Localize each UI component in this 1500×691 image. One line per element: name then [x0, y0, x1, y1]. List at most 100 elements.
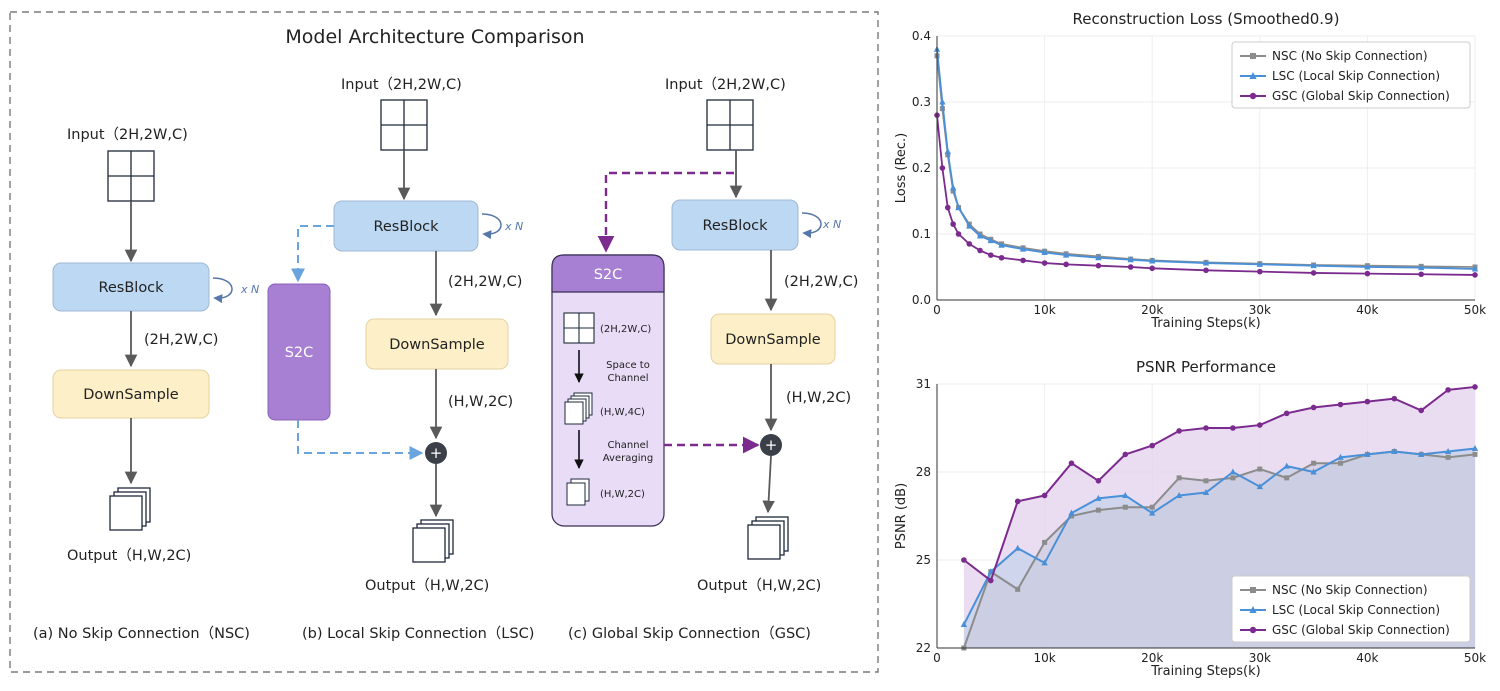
lsc-s2c-label: S2C [285, 345, 314, 361]
psnr-point-gsc [1445, 387, 1451, 393]
s2c-step-1-line-2: Channel [607, 373, 648, 384]
lsc-input-label: Input（2H,2W,C) [341, 76, 462, 93]
s2c-averaged-stack-icon [566, 478, 590, 506]
psnr-point-lsc [1041, 559, 1048, 566]
nsc-input-label: Input（2H,2W,C) [67, 126, 188, 143]
psnr-point-lsc [1418, 450, 1425, 457]
loss-y-tick-label: 0.2 [912, 161, 931, 175]
loss-y-axis-label: Loss (Rec.) [894, 133, 909, 204]
psnr-point-lsc [1471, 445, 1479, 452]
psnr-x-axis-label: Training Steps(k) [1150, 664, 1260, 679]
loss-legend-label-nsc: NSC (No Skip Connection) [1272, 49, 1428, 63]
gsc-s2c-label: S2C [594, 267, 623, 283]
psnr-point-lsc [1256, 483, 1263, 490]
loss-point-gsc [1310, 270, 1317, 276]
lsc-down-shape: (H,W,2C) [448, 394, 513, 410]
gsc-repeat-label: x N [822, 218, 841, 231]
loss-x-tick-label: 0 [933, 303, 941, 317]
psnr-point-nsc [1257, 466, 1263, 472]
loss-y-tick-label: 0.3 [912, 95, 931, 109]
psnr-point-gsc [1230, 425, 1236, 431]
psnr-point-nsc [1149, 504, 1155, 510]
psnr-legend-label-gsc: GSC (Global Skip Connection) [1272, 623, 1450, 637]
psnr-x-tick-label: 0 [933, 651, 941, 665]
psnr-point-nsc [1472, 451, 1478, 457]
loss-point-gsc [944, 204, 951, 211]
loss-point-gsc [977, 247, 983, 254]
lsc-repeat-loop-icon [481, 213, 502, 240]
loss-point-gsc [1364, 270, 1371, 277]
psnr-point-gsc [1041, 492, 1048, 499]
loss-point-gsc [1203, 267, 1209, 274]
psnr-x-tick-label: 50k [1464, 651, 1486, 665]
lsc-repeat-label: x N [504, 220, 523, 233]
loss-point-lsc [1310, 262, 1317, 269]
psnr-point-nsc [1203, 478, 1209, 484]
nsc-output-label: Output（H,W,2C) [67, 547, 191, 564]
psnr-point-lsc [1229, 468, 1237, 475]
psnr-legend-marker-gsc [1249, 626, 1257, 634]
psnr-point-lsc [1310, 468, 1317, 475]
nsc-repeat-label: x N [240, 283, 259, 296]
psnr-y-tick-label: 22 [916, 641, 931, 655]
psnr-point-nsc [1445, 454, 1451, 460]
psnr-point-gsc [1149, 442, 1155, 449]
loss-point-gsc [1020, 257, 1026, 264]
loss-legend-label-lsc: LSC (Local Skip Connection) [1272, 69, 1440, 83]
loss-x-tick-label: 50k [1464, 303, 1486, 317]
gsc-add-node [760, 434, 782, 456]
psnr-point-lsc [1068, 509, 1075, 516]
s2c-shape-2: (H,W,4C) [600, 407, 645, 418]
lsc-resblock-label: ResBlock [373, 219, 439, 235]
gsc-input-label: Input（2H,2W,C) [665, 76, 786, 93]
gsc-resblock-label: ResBlock [702, 218, 768, 234]
loss-y-tick-label: 0.4 [912, 29, 931, 43]
loss-point-gsc [939, 165, 946, 171]
loss-legend-marker-gsc [1249, 92, 1257, 100]
psnr-point-gsc [1310, 404, 1317, 411]
lsc-add-symbol: + [430, 444, 443, 462]
psnr-x-tick-label: 20k [1141, 651, 1163, 665]
psnr-point-gsc [1337, 401, 1344, 408]
s2c-shape-3: (H,W,2C) [600, 489, 645, 500]
gsc-down-shape: (H,W,2C) [786, 390, 851, 406]
gsc-s2c-header [551, 254, 665, 293]
nsc-input-grid-icon [107, 150, 155, 202]
architecture-diagram: Model Architecture Comparison Input（2H,2… [9, 11, 879, 673]
psnr-point-nsc [1338, 460, 1343, 466]
loss-chart-title: Reconstruction Loss (Smoothed0.9) [1073, 10, 1340, 28]
gsc-downsample-label: DownSample [725, 332, 821, 348]
psnr-point-gsc [961, 557, 967, 563]
loss-point-lsc [1062, 251, 1070, 258]
lsc-skip-path-in [291, 225, 334, 283]
psnr-point-nsc [1069, 513, 1074, 519]
nsc-repeat-loop-icon [212, 277, 233, 304]
loss-point-lsc [998, 241, 1005, 248]
loss-y-tick-label: 0.0 [912, 293, 931, 307]
gsc-architecture: Input（2H,2W,C) ResBlock x N S2C (2H,2W,C… [551, 76, 858, 642]
loss-point-gsc [1257, 268, 1263, 275]
psnr-point-gsc [1364, 398, 1371, 405]
psnr-point-lsc [1283, 462, 1290, 469]
psnr-point-lsc [1391, 447, 1398, 454]
loss-line-gsc [936, 115, 1476, 276]
loss-point-gsc [1095, 262, 1102, 269]
loss-point-lsc [1127, 256, 1134, 263]
psnr-point-gsc [1095, 478, 1102, 484]
lsc-downsample-label: DownSample [389, 337, 485, 353]
gsc-arrow-add [762, 455, 775, 514]
psnr-y-tick-label: 31 [916, 377, 931, 391]
loss-x-tick-label: 10k [1033, 303, 1055, 317]
psnr-point-nsc [1095, 507, 1101, 513]
loss-legend-label-gsc: GSC (Global Skip Connection) [1272, 89, 1450, 103]
loss-point-lsc [944, 148, 951, 154]
psnr-point-nsc [1176, 475, 1182, 481]
caption-nsc: (a) No Skip Connection（NSC) [33, 625, 250, 642]
gsc-resblock [671, 199, 799, 251]
psnr-y-tick-label: 25 [916, 553, 931, 567]
gsc-output-stack-icon [747, 516, 789, 560]
loss-legend-marker-nsc [1250, 53, 1256, 59]
s2c-grid-icon [563, 312, 595, 344]
nsc-downsample-label: DownSample [83, 387, 179, 403]
psnr-point-nsc [1311, 460, 1317, 466]
